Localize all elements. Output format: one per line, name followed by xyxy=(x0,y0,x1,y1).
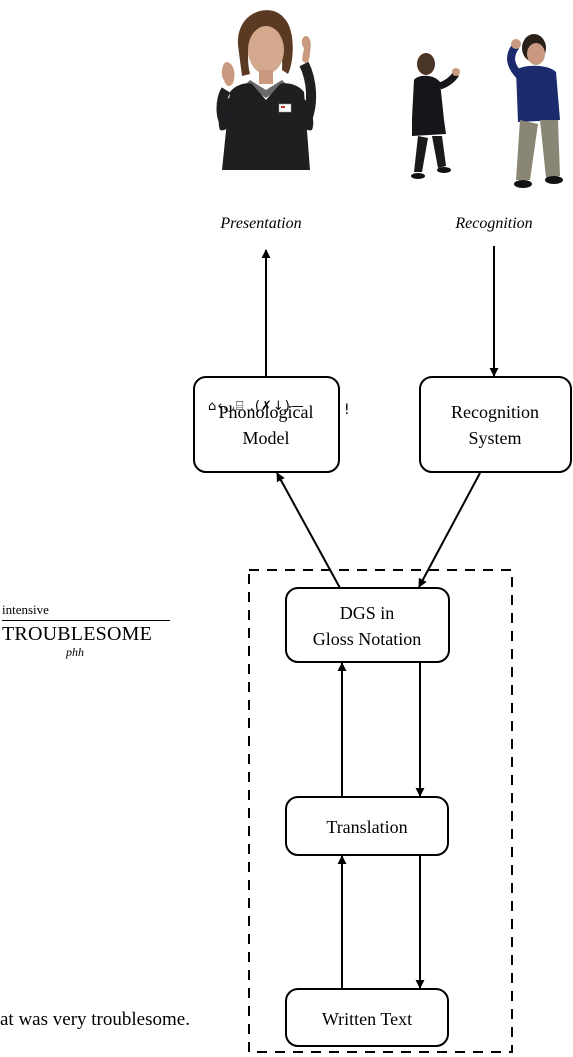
presentation-label: Presentation xyxy=(219,215,301,232)
two-signers-image xyxy=(411,34,563,188)
gloss-annotation-bottom: phh xyxy=(66,645,84,659)
phonological-model-line1: Phonological xyxy=(219,402,314,422)
written-sentence: at was very troublesome. xyxy=(0,1009,190,1030)
recognition-system-line1: Recognition xyxy=(451,402,539,422)
translation-box: Translation xyxy=(285,796,449,856)
phonological-model-line2: Model xyxy=(243,428,290,448)
dgs-gloss-line1: DGS in xyxy=(340,603,395,623)
recognition-system-line2: System xyxy=(468,428,521,448)
dgs-gloss-line2: Gloss Notation xyxy=(313,629,422,649)
dashed-boundary xyxy=(248,569,513,1053)
gloss-annotation-top: intensive xyxy=(2,602,49,617)
phonological-model-box: Phonological Model xyxy=(193,376,340,473)
written-text-box: Written Text xyxy=(285,988,449,1047)
hamnosys-exclamation: ! xyxy=(344,402,350,418)
gloss-main-word: TROUBLESOME xyxy=(2,623,152,645)
signing-avatar-image xyxy=(216,10,316,170)
recognition-system-box: Recognition System xyxy=(419,376,572,473)
dgs-gloss-box: DGS in Gloss Notation xyxy=(285,587,450,663)
hamnosys-notation: ⌂‹◡⌸ .(✗↓)— xyxy=(208,399,305,414)
recognition-label: Recognition xyxy=(454,215,532,232)
gloss-annotation-rule xyxy=(2,620,170,621)
arrow-recognition-to-gloss xyxy=(418,472,481,588)
arrow-gloss-to-phonological xyxy=(276,472,341,589)
written-text-label: Written Text xyxy=(322,1009,412,1029)
translation-label: Translation xyxy=(326,817,407,837)
